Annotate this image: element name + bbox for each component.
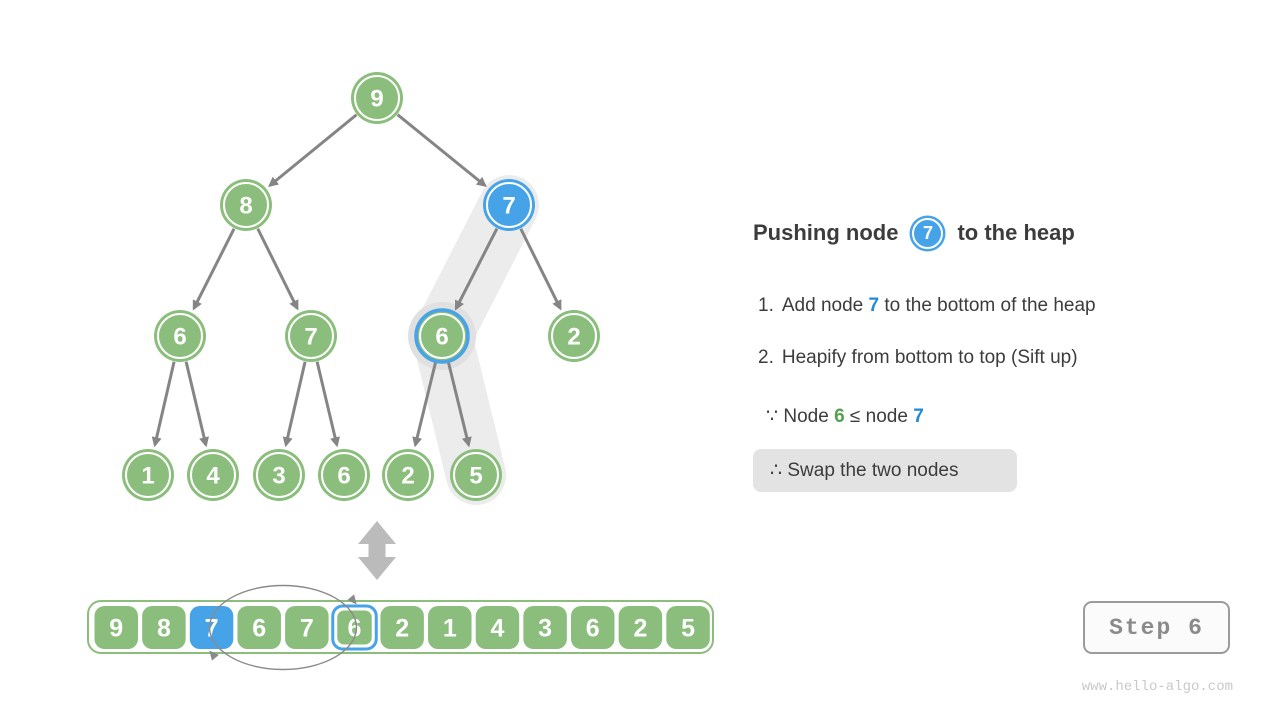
tree-node: 6 bbox=[318, 449, 370, 501]
array-cell-value: 9 bbox=[109, 615, 123, 643]
tree-node-value: 5 bbox=[469, 463, 482, 490]
title-node-value: 7 bbox=[922, 222, 933, 243]
title-suffix: to the heap bbox=[957, 220, 1075, 245]
array-cell: 7 bbox=[285, 606, 329, 649]
because-line: ∵ Node 6 ≤ node 7 bbox=[766, 405, 924, 429]
text-segment: to the bottom of the heap bbox=[879, 295, 1096, 316]
tree-node: 6 bbox=[154, 310, 206, 362]
array-cell: 5 bbox=[666, 606, 710, 649]
array-cell: 6 bbox=[237, 606, 281, 649]
accent-node-value: 7 bbox=[868, 295, 880, 316]
array-cell: 1 bbox=[428, 606, 472, 649]
tree-edge bbox=[268, 113, 358, 187]
text-segment: Heapify from bottom to top (Sift up) bbox=[781, 347, 1078, 368]
tree-nodes: 9 8 7 6 7 6 2 1 4 3 6 2 5 bbox=[122, 72, 600, 501]
array-cell: 6 bbox=[571, 606, 615, 649]
array-cell-value: 8 bbox=[157, 615, 171, 643]
array-cell-value: 1 bbox=[443, 615, 457, 643]
tree-edge bbox=[184, 361, 209, 448]
swap-arrow bbox=[208, 584, 358, 671]
tree-node: 1 bbox=[122, 449, 174, 501]
tree-edge bbox=[446, 361, 472, 448]
tree-edge bbox=[315, 361, 340, 448]
steps-list: 1. Add node 7 to the bottom of the heap 2.… bbox=[758, 292, 1096, 396]
array-cell: 3 bbox=[523, 606, 567, 649]
text-segment: ≤ node bbox=[844, 406, 914, 427]
array-cell: 6 bbox=[331, 604, 378, 651]
tree-edge bbox=[412, 361, 438, 448]
tree-edge bbox=[256, 228, 299, 311]
tree-edge bbox=[151, 361, 176, 448]
swap-arrowhead-icon bbox=[347, 594, 357, 605]
array-cell-value: 6 bbox=[252, 615, 266, 643]
tree-node-value: 6 bbox=[337, 463, 350, 490]
tree-array-sync-arrow-icon bbox=[358, 521, 396, 580]
array-cell-value: 2 bbox=[633, 615, 647, 643]
title-prefix: Pushing node bbox=[753, 220, 899, 245]
step-number: 1. bbox=[758, 295, 774, 316]
tree-node: 2 bbox=[548, 310, 600, 362]
tree-node-value: 2 bbox=[567, 324, 580, 351]
step-number: 2. bbox=[758, 347, 774, 368]
array-cell-value: 7 bbox=[205, 615, 219, 643]
tree-node: 4 bbox=[187, 449, 239, 501]
tree-node-value: 9 bbox=[370, 86, 383, 113]
array-cell: 2 bbox=[618, 606, 663, 649]
array-cell-value: 3 bbox=[538, 615, 552, 643]
step-item: 2. Heapify from bottom to top (Sift up) bbox=[758, 344, 1096, 371]
tree-node-value: 4 bbox=[206, 463, 220, 490]
panel-title: Pushing node 7 to the heap bbox=[753, 213, 1075, 253]
tree-node-value: 7 bbox=[304, 324, 317, 351]
array-cell: 2 bbox=[380, 606, 424, 649]
tree-edge bbox=[192, 227, 236, 311]
tree-node-value: 6 bbox=[435, 324, 448, 351]
tree-node-value: 6 bbox=[173, 324, 186, 351]
array-cell: 7 bbox=[189, 606, 234, 649]
swap-arrowhead-icon bbox=[209, 650, 219, 661]
step-item: 1. Add node 7 to the bottom of the heap bbox=[758, 292, 1096, 319]
watermark: www.hello-algo.com bbox=[1081, 679, 1233, 695]
tree-node: 6 bbox=[414, 308, 470, 364]
array-cell-value: 7 bbox=[300, 615, 314, 643]
swap-arrow-ellipse bbox=[208, 584, 358, 671]
tree-edge bbox=[519, 228, 562, 311]
array-representation: 9 8 7 6 7 6 2 1 4 3 6 2 5 bbox=[87, 600, 714, 654]
array-cell-value: 2 bbox=[395, 615, 409, 643]
title-node-badge: 7 bbox=[912, 217, 944, 249]
tree-node-value: 1 bbox=[141, 463, 154, 490]
array-cell: 4 bbox=[475, 606, 520, 649]
tree-node: 8 bbox=[220, 179, 272, 231]
array-cell-value: 6 bbox=[348, 615, 362, 643]
tree-node: 2 bbox=[382, 449, 434, 501]
tree-edges bbox=[151, 113, 562, 448]
text-segment: ∵ Node bbox=[766, 406, 835, 427]
array-cell-value: 5 bbox=[681, 615, 695, 643]
tree-node: 3 bbox=[253, 449, 305, 501]
array-cell-value: 6 bbox=[586, 615, 600, 643]
tree-edge bbox=[282, 361, 307, 448]
accent-node-value: 7 bbox=[913, 406, 924, 427]
tree-edge bbox=[454, 227, 499, 311]
array-cell-value: 4 bbox=[490, 615, 504, 643]
accent-node-value: 6 bbox=[834, 406, 845, 427]
array-cell: 9 bbox=[94, 606, 138, 649]
tree-node: 7 bbox=[285, 310, 337, 362]
tree-edge bbox=[396, 113, 487, 188]
tree-node-value: 7 bbox=[502, 193, 515, 220]
tree-node-value: 2 bbox=[401, 463, 414, 490]
text-segment: Add node bbox=[781, 295, 869, 316]
array-cell: 8 bbox=[142, 606, 186, 649]
tree-node-value: 8 bbox=[239, 193, 252, 220]
tree-node: 9 bbox=[351, 72, 403, 124]
step-button[interactable]: Step 6 bbox=[1083, 601, 1230, 654]
therefore-box: ∴ Swap the two nodes bbox=[753, 449, 1017, 492]
tree-node: 7 bbox=[483, 179, 535, 231]
tree-node-value: 3 bbox=[272, 463, 285, 490]
tree-node: 5 bbox=[450, 449, 502, 501]
